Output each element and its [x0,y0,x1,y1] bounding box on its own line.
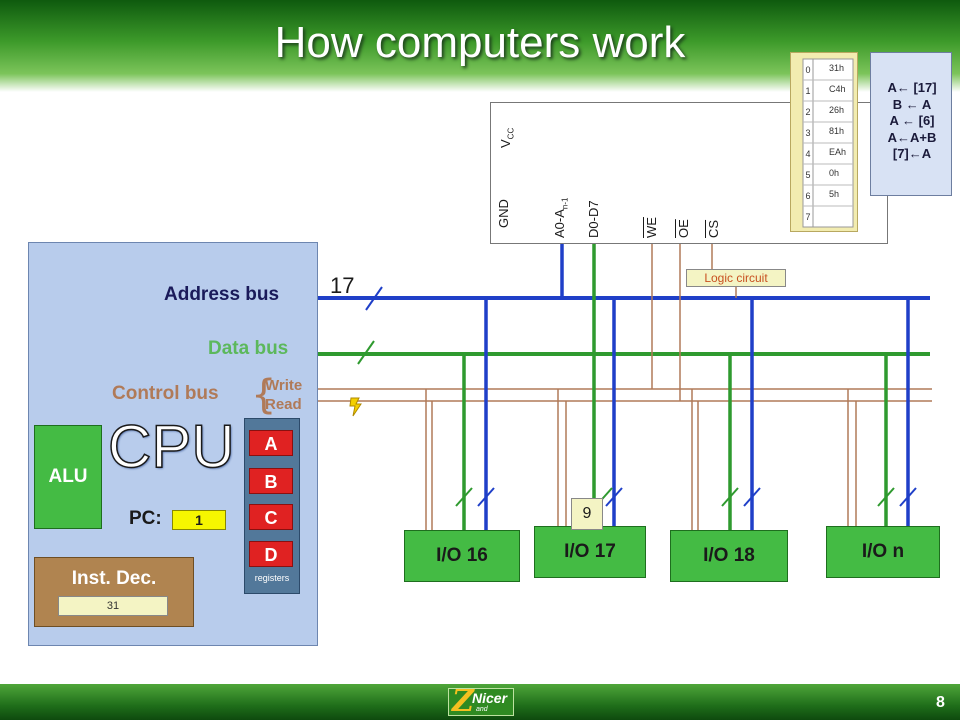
pin-vcc: VCC [498,127,516,148]
pc-label: PC: [129,508,162,529]
registers-label: registers [254,573,290,583]
pin-data: D0-D7 [586,200,601,238]
address-width-slash [365,286,383,311]
inst-dec-label: Inst. Dec. [71,568,157,589]
logo-letter: Z [452,684,474,719]
pin-we: WE [644,217,659,238]
address-width-label: 17 [330,273,355,298]
mem-addr-5: 5 [805,170,811,180]
program-scroll [870,52,952,196]
io17-slash-2 [605,487,623,507]
data-width-slash [357,340,375,365]
mem-addr-3: 3 [805,128,811,138]
mem-addr-0: 0 [805,65,811,75]
brace-icon: { [251,372,277,418]
io18-slash-2 [743,487,761,507]
program-line-1: A← [17] [887,80,937,95]
mem-val-1: C4h [829,84,846,94]
mem-val-0: 31h [829,63,845,73]
slide-title: How computers work [274,18,686,67]
address-bus-label: Address bus [164,284,280,305]
io16-slash-1 [455,487,473,507]
register-c: C [249,504,293,530]
pin-cs: CS [706,219,721,238]
inst-dec-value: 31 [58,596,168,616]
io-device-16: I/O 16 [404,530,520,582]
mem-addr-1: 1 [805,86,811,96]
nicer-land-logo [448,688,514,716]
logic-circuit-label: Logic circuit [686,269,786,287]
program-line-5: [7]←A [892,146,932,161]
logo-text: Nicer [472,690,508,706]
mem-val-6: 5h [829,189,840,199]
pc-value: 1 [172,510,226,530]
data-bus-label: Data bus [208,338,289,359]
page-number: 8 [936,694,945,711]
write-label: Write [265,377,303,394]
mem-addr-7: 7 [805,212,811,222]
read-arrow-icon [349,397,362,417]
io-device-n: I/O n [826,526,940,578]
alu-block: ALU [34,425,102,529]
control-bus-label: Control bus [112,383,219,404]
mem-val-4: EAh [829,147,847,157]
io-device-18: I/O 18 [670,530,788,582]
cpu-label: CPU [107,412,235,481]
program-line-2: B ← A [892,96,932,112]
program-line-4: A←A+B [887,129,937,145]
register-b: B [249,468,293,494]
register-d: D [249,541,293,567]
mem-val-3: 81h [829,126,845,136]
mem-addr-6: 6 [805,191,811,201]
register-a: A [249,430,293,456]
pin-address: A0-An-1 [552,197,570,238]
pin-gnd: GND [496,199,511,228]
mem-addr-2: 2 [805,107,811,117]
program-listing: A← [17] B ← A A ← [6] A←A+B [7]←A [872,80,952,163]
mem-val-2: 26h [829,105,845,115]
pin-oe: OE [676,219,691,238]
io18-slash-1 [721,487,739,507]
logo-subtext: and [476,706,488,713]
io16-slash-2 [477,487,495,507]
mem-addr-4: 4 [805,149,811,159]
memory-table: 0 1 2 3 4 5 6 7 31h C4h 26h 81h EAh 0h 5… [790,52,858,232]
program-line-3: A ← [6] [889,113,935,128]
read-label: Read [265,396,302,413]
io-device-17: I/O 17 [534,526,646,578]
ion-slash-1 [877,487,895,507]
io17-value: 9 [571,498,603,530]
mem-val-5: 0h [829,168,840,178]
ion-slash-2 [899,487,917,507]
